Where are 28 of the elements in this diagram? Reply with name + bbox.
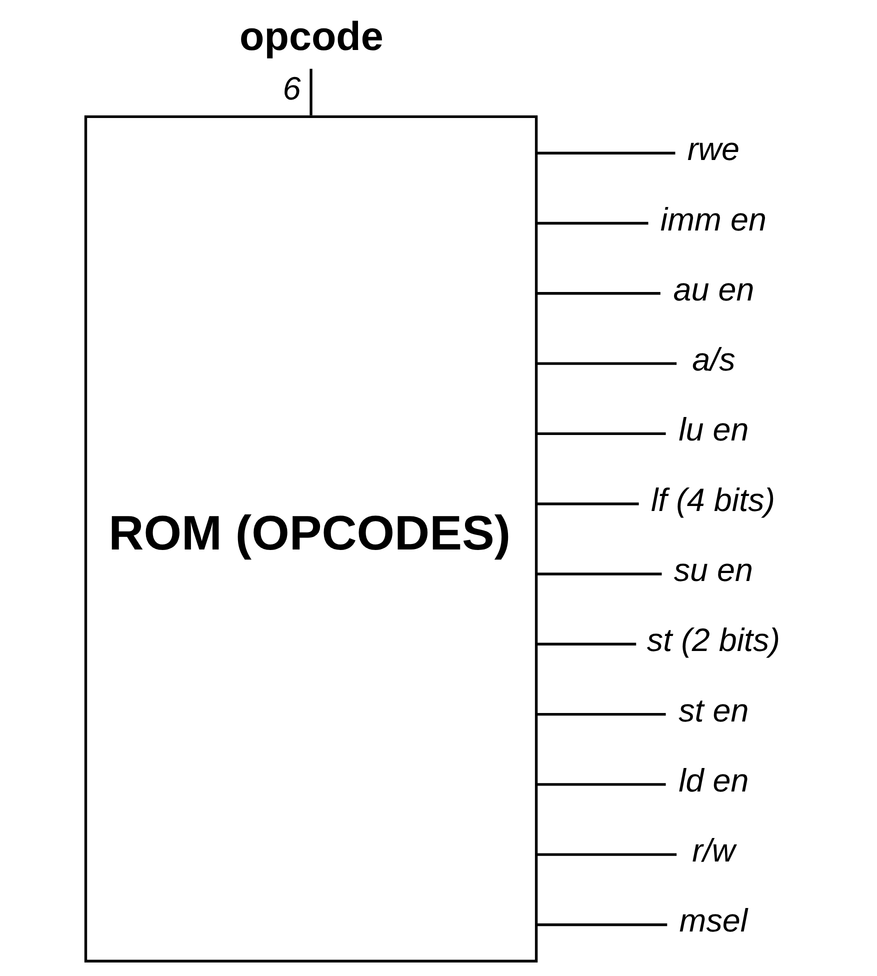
connector	[536, 502, 639, 506]
connector	[536, 923, 668, 926]
connector	[536, 572, 662, 576]
edge-label: 6	[282, 70, 301, 106]
node-text: r/w	[692, 832, 736, 869]
node-text: st en	[678, 692, 749, 728]
node-box: ROM (OPCODES)	[84, 115, 538, 962]
connector	[536, 783, 666, 786]
connector	[536, 853, 677, 856]
node-text: lu en	[678, 412, 749, 448]
node-text: su en	[674, 552, 754, 588]
node-text: au en	[673, 271, 754, 308]
node-text: imm en	[660, 201, 766, 238]
node-text: rwe	[687, 131, 740, 168]
node-text: ld en	[678, 762, 749, 798]
node-text: lf (4 bits)	[650, 482, 776, 518]
connector	[536, 642, 636, 646]
node-text: opcode	[240, 12, 384, 59]
connector	[310, 68, 312, 116]
node-text: a/s	[692, 342, 736, 378]
connector	[536, 362, 677, 365]
connector	[536, 712, 666, 716]
connector	[536, 222, 648, 225]
node-text: msel	[679, 902, 748, 939]
node-text: st (2 bits)	[646, 622, 780, 658]
connector	[536, 432, 666, 436]
connector	[536, 292, 660, 295]
connector	[536, 152, 676, 154]
